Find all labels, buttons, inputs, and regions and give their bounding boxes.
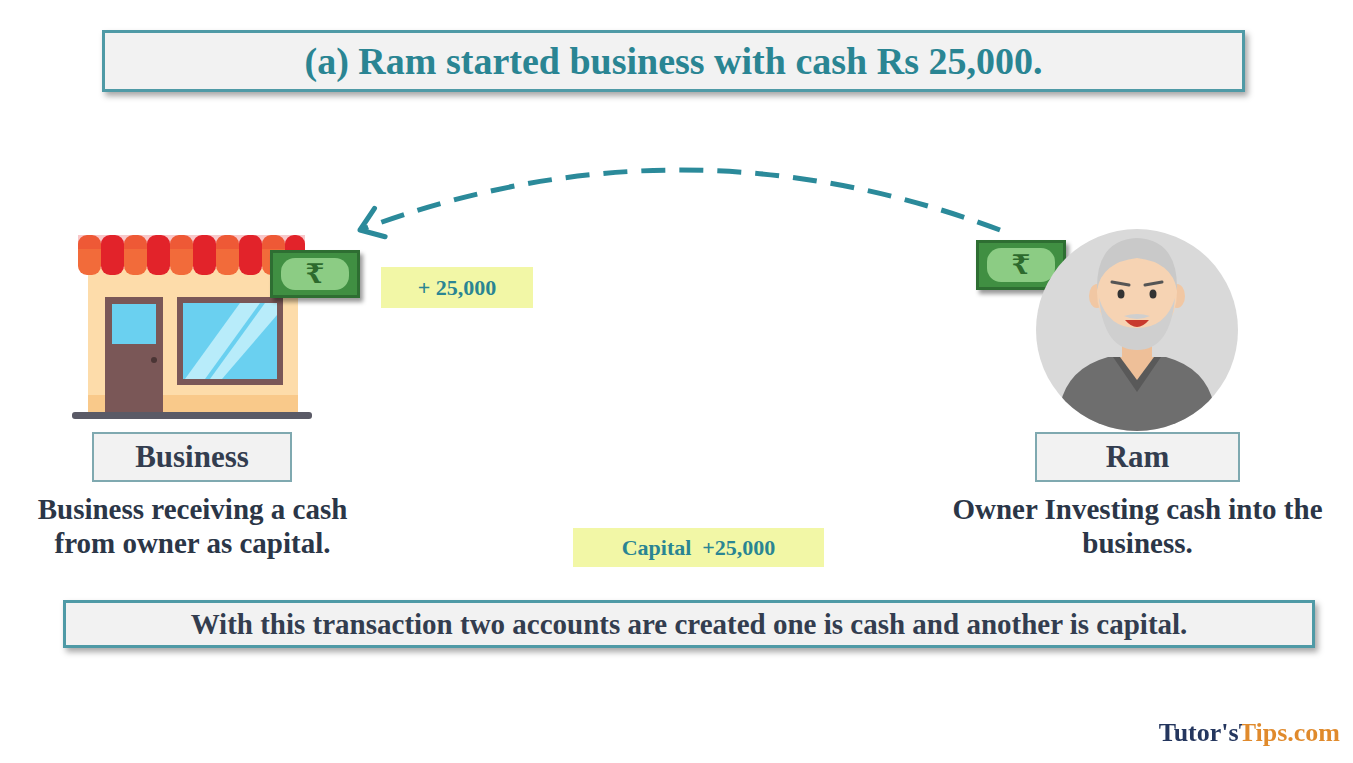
- rupee-symbol: ₹: [978, 242, 1064, 288]
- description-text: Owner Investing cash into the business.: [945, 492, 1330, 560]
- amount-tag: Capital +25,000: [573, 528, 824, 567]
- title-text: (a) Ram started business with cash Rs 25…: [305, 39, 1043, 83]
- person-avatar: [1036, 229, 1238, 440]
- rupee-text: ₹: [306, 258, 325, 290]
- actor-group: RamOwner Investing cash into the busines…: [940, 230, 1335, 565]
- amount-tag: + 25,000: [381, 267, 533, 308]
- watermark: Tutor'sTips.com: [1090, 714, 1340, 752]
- caption-text: With this transaction two accounts are c…: [191, 608, 1188, 641]
- rupee-symbol: ₹: [272, 252, 358, 296]
- banknote-icon: [270, 250, 360, 298]
- name-box: Ram: [1035, 432, 1240, 482]
- amount-text: + 25,000: [418, 275, 497, 301]
- arrow-head: [360, 208, 385, 236]
- caption-banner: With this transaction two accounts are c…: [63, 600, 1315, 648]
- flow-arrow: [360, 170, 1000, 237]
- title-banner: (a) Ram started business with cash Rs 25…: [102, 30, 1245, 92]
- description-text: Business receiving a cash from owner as …: [5, 492, 380, 560]
- name-box: Business: [92, 432, 292, 482]
- dashed-curve: [360, 170, 1000, 230]
- rupee-text: ₹: [1012, 249, 1031, 281]
- watermark-text: Tutor'sTips.com: [1159, 718, 1340, 748]
- amount-text: Capital +25,000: [622, 535, 776, 561]
